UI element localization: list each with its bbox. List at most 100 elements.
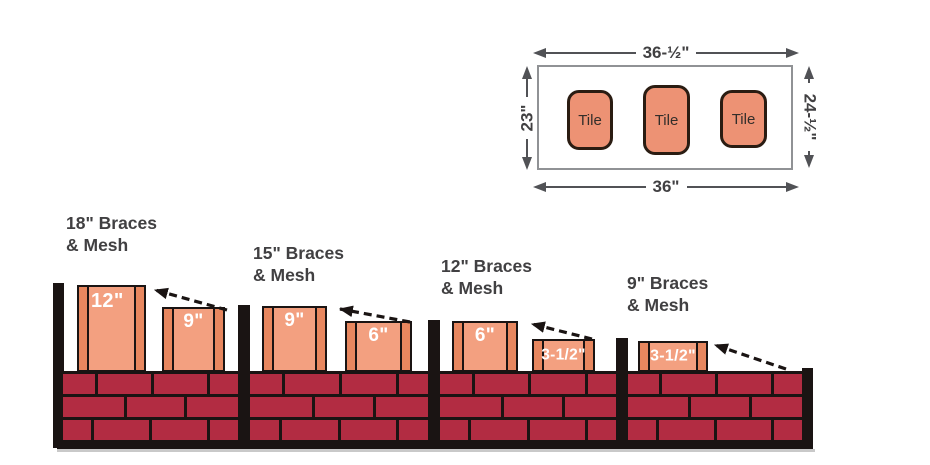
brace-box-6in-a: 6" [345,321,412,372]
brick [773,420,802,440]
brick-course [628,374,802,394]
brick [187,397,238,417]
brick [63,374,95,394]
brick [718,374,771,394]
brick [250,397,312,417]
brace-rail-icon [134,287,144,370]
brick [628,420,657,440]
section-title-18in: 18" Braces & Mesh [66,213,158,255]
arrowhead-right-icon [786,182,800,192]
brace-box-12in: 12" [77,285,146,372]
brick [471,420,527,440]
brick [250,420,279,440]
brace-box-label: 6" [474,325,496,346]
brick [587,374,616,394]
brace-box-label: 9" [183,311,204,332]
brick [531,374,585,394]
brace-rail-icon [264,308,274,370]
brace-rail-icon [315,308,325,370]
brick [565,397,616,417]
brick-wall-segment-1 [63,371,238,440]
brick [94,420,149,440]
brace-rail-icon [400,323,410,370]
brace-rail-icon [506,323,516,370]
brick-course [628,397,802,417]
dimension-right-label: 24-½" [800,93,819,141]
ground-shadow [57,449,815,452]
dimension-bottom: 36" [533,177,800,196]
brace-box-3half-a: 3-1/2" [532,339,595,372]
dashed-arrow-4 [713,343,787,371]
brace-box-label: 3-1/2" [650,346,696,364]
brace-box-label: 6" [368,325,389,346]
tile-3-label: Tile [731,110,756,128]
post-divider-3 [616,338,628,448]
brace-rail-icon [696,343,706,370]
dimension-left-label: 23" [517,104,537,132]
brace-rail-icon [534,341,544,370]
brace-box-6in-b: 6" [452,321,518,372]
arrowhead-up-icon [804,66,814,79]
brace-box-9in-a: 9" [162,307,225,372]
tile-2: Tile [643,85,690,155]
brick [440,397,502,417]
brick-course [63,374,238,394]
brick [628,397,689,417]
dimension-top-label: 36-½" [642,43,690,62]
brick [691,397,749,417]
brick [153,374,207,394]
brick [716,420,771,440]
brick [376,397,428,417]
brick [474,374,529,394]
brick-course [63,397,238,417]
arrowhead-up-icon [522,66,532,79]
brick-course [440,397,616,417]
post-left [53,283,64,448]
brace-rail-icon [640,343,650,370]
dimension-left: 23" [517,66,537,170]
brick [314,397,374,417]
brick-course [250,374,428,394]
brick [209,420,238,440]
tile-3: Tile [720,90,767,148]
arrowhead-left-icon [533,182,546,192]
brace-rail-icon [454,323,464,370]
brick-wall-segment-4 [628,371,802,440]
brace-box-3half-b: 3-1/2" [638,341,708,372]
brick-course [250,397,428,417]
arrowhead-down-icon [522,157,532,170]
section-title-12in: 12" Braces & Mesh [441,256,533,298]
brick [587,420,616,440]
dimension-right: 24-½" [800,66,819,168]
brick [504,397,562,417]
tile-2-label: Tile [654,111,679,129]
brick-wall-segment-2 [250,371,428,440]
brace-rail-icon [583,341,593,370]
dimension-top: 36-½" [533,43,799,62]
post-divider-1 [238,305,250,448]
tile-1-label: Tile [578,111,602,129]
brick [659,420,714,440]
brace-rail-icon [213,309,223,370]
brace-box-9in-b: 9" [262,306,327,372]
brick [662,374,716,394]
brick [285,374,340,394]
brick [97,374,151,394]
brick [751,397,802,417]
brick [209,374,238,394]
post-right [802,368,813,448]
brick [63,397,124,417]
brick [399,420,428,440]
brick [63,420,92,440]
brick [281,420,338,440]
brick [250,374,283,394]
brick-course [628,420,802,440]
section-title-15in: 15" Braces & Mesh [253,243,345,285]
brace-box-label: 3-1/2" [541,345,586,363]
post-divider-2 [428,320,440,448]
brick-course [440,420,616,440]
brick [126,397,185,417]
brace-rail-icon [347,323,357,370]
dimension-bottom-label: 36" [652,177,680,196]
